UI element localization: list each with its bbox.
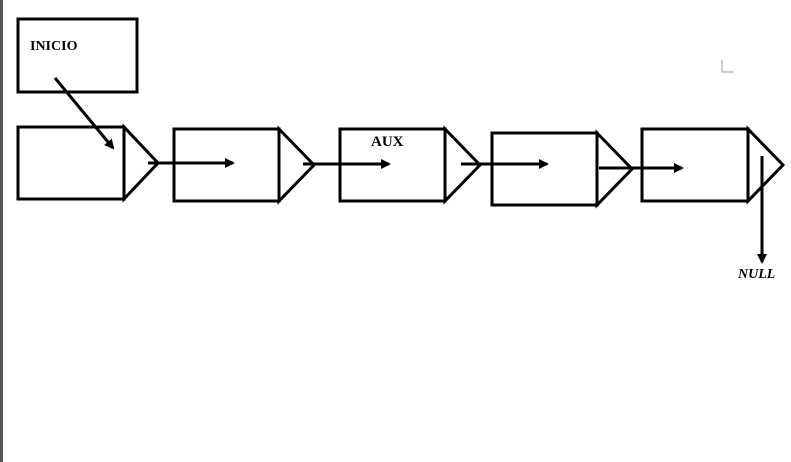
list-node-4-data bbox=[490, 131, 599, 207]
list-node-2-data bbox=[172, 127, 281, 203]
list-node-4 bbox=[490, 129, 635, 209]
list-node-3-pointer bbox=[443, 125, 483, 205]
null-label: NULL bbox=[737, 267, 775, 282]
list-node-5-data bbox=[640, 127, 750, 203]
start-arrow bbox=[53, 77, 115, 150]
list-node-2-pointer bbox=[277, 125, 317, 205]
list-node-4-pointer bbox=[595, 129, 635, 209]
list-node-2 bbox=[172, 125, 317, 205]
list-node-5 bbox=[640, 125, 786, 205]
page-left-border bbox=[0, 0, 3, 462]
list-node-1-pointer bbox=[122, 123, 161, 203]
corner-mark bbox=[721, 60, 734, 73]
start-label: INICIO bbox=[30, 39, 78, 54]
list-node-5-pointer bbox=[746, 125, 786, 205]
list-node-1 bbox=[16, 123, 161, 203]
start-pointer: INICIO bbox=[16, 17, 139, 94]
list-node-3: AUX bbox=[338, 125, 483, 205]
aux-label: AUX bbox=[371, 134, 404, 150]
start-pointer-box bbox=[16, 17, 139, 94]
list-node-1-data bbox=[16, 125, 126, 201]
